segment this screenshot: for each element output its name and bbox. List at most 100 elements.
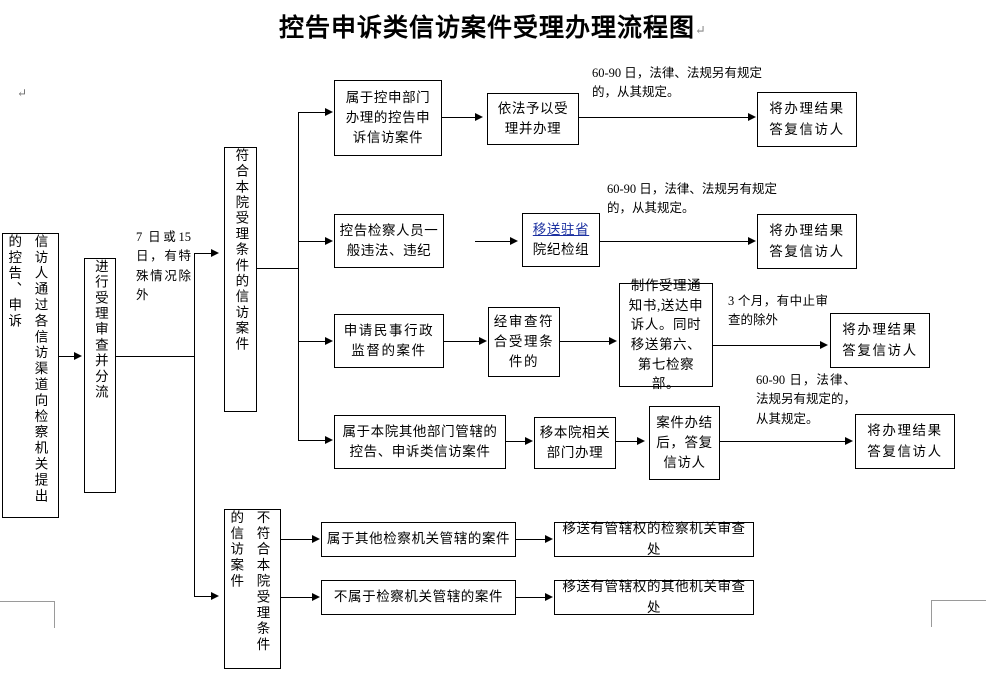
node-row1-category-label: 属于控申部门办理的控告申诉信访案件: [345, 89, 431, 146]
node-row2-action-label: 移送驻省 院纪检组: [527, 220, 595, 261]
node-row4-action-label: 移本院相关部门办理: [539, 424, 611, 460]
edge-branch-1-arrowhead: [325, 108, 333, 116]
edge-row4-mid-to-end: [720, 441, 848, 442]
edge-to-ineligible-arrowhead: [211, 592, 219, 600]
node-review-label: 进行受理审查并分流: [92, 259, 108, 401]
edge-branch-4-arrowhead: [325, 436, 333, 444]
node-row4-category-label: 属于本院其他部门管辖的控告、申诉类信访案件: [342, 423, 498, 459]
edge-branch-3: [298, 341, 328, 342]
edge-review-trunk: [116, 356, 195, 357]
node-row5-category-label: 属于其他检察机关管辖的案件: [326, 531, 511, 547]
node-review[interactable]: 进行受理审查并分流: [84, 258, 116, 493]
node-row3-notice[interactable]: 制作受理通知书,送达申诉人。同时移送第六、第七检察部。: [619, 278, 713, 391]
node-intake-label: 信访人通过各信访渠道向检察机关提出的控告、申诉: [6, 234, 48, 505]
edge-row4-mid-to-end-arrowhead: [845, 437, 853, 445]
page-title-text: 控告申诉类信访案件受理办理流程图: [279, 15, 696, 42]
edge-row1-cat-to-act-arrowhead: [475, 113, 483, 121]
edge-row1-act-to-end-arrowhead: [748, 113, 756, 121]
edge-row2-cat-to-act-arrowhead: [510, 237, 518, 245]
edge-row2-act-to-end: [600, 241, 752, 242]
node-row1-action-label: 依法予以受理并办理: [497, 100, 569, 136]
edge-row1-cat-to-act: [442, 117, 478, 118]
node-eligible-label: 符合本院受理条件的信访案件: [233, 148, 249, 353]
node-row4-result[interactable]: 将办理结果答复信访人: [855, 414, 955, 469]
edge-row6-cat-to-act: [516, 597, 548, 598]
node-row2-result[interactable]: 将办理结果答复信访人: [757, 214, 857, 269]
edge-label-intake-deadline: 7 日或15 日，有特殊情况除外: [136, 230, 191, 303]
node-row6-action[interactable]: 移送有管辖权的其他机关审查处: [554, 579, 754, 615]
edge-eligible-trunk: [257, 268, 299, 269]
node-row1-action[interactable]: 依法予以受理并办理: [487, 93, 579, 145]
edge-branch-2: [298, 241, 328, 242]
node-row2-category[interactable]: 控告检察人员一般违法、违纪: [334, 214, 444, 268]
edge-branch-4: [298, 440, 328, 441]
node-row3-category[interactable]: 申请民事行政监督的案件: [334, 314, 444, 368]
node-row3-result-label: 将办理结果答复信访人: [842, 322, 918, 358]
edge-row3-cat-to-act-arrowhead: [479, 337, 487, 345]
edge-label-row2-duration: 60-90 日，法律、法规另有规定的，从其规定。: [607, 182, 777, 216]
edge-row3-notice-to-end: [713, 345, 823, 346]
paragraph-mark-icon: ↵: [17, 86, 28, 100]
edge-intake-to-review: [59, 356, 75, 357]
node-row4-middle[interactable]: 案件办结后，答复信访人: [649, 406, 720, 480]
node-row2-result-label: 将办理结果答复信访人: [769, 223, 845, 259]
edge-eligible-split-vertical: [298, 112, 299, 440]
node-ineligible[interactable]: 不符合本院受理条件的信访案件: [224, 509, 281, 669]
edge-row3-cat-to-act: [444, 341, 482, 342]
edge-branch-2-arrowhead: [325, 237, 333, 245]
node-row2-action[interactable]: 移送驻省 院纪检组: [522, 213, 600, 267]
node-row4-action[interactable]: 移本院相关部门办理: [534, 417, 616, 469]
edge-row3-notice-to-end-arrowhead: [820, 341, 828, 349]
title-pilcrow-icon: ↵: [695, 22, 707, 38]
node-row6-action-label: 移送有管辖权的其他机关审查处: [562, 579, 746, 615]
node-row1-result-label: 将办理结果答复信访人: [769, 101, 845, 137]
edge-intake-to-review-arrowhead: [74, 352, 82, 360]
edge-label-row4-duration: 60-90 日，法律、法规另有规定的，从其规定。: [756, 373, 857, 426]
edge-ineligible-to-row5: [281, 539, 315, 540]
edge-to-eligible-arrowhead: [211, 249, 219, 257]
node-row2-action-line2: 院纪检组: [532, 242, 590, 257]
edge-row6-cat-to-act-arrowhead: [545, 593, 553, 601]
node-row5-category[interactable]: 属于其他检察机关管辖的案件: [321, 522, 516, 557]
crop-mark-bottom-right: [928, 600, 986, 628]
edge-ineligible-to-row6-arrowhead: [312, 593, 320, 601]
edge-to-eligible: [194, 253, 214, 254]
node-intake[interactable]: 信访人通过各信访渠道向检察机关提出的控告、申诉: [2, 233, 59, 518]
node-eligible[interactable]: 符合本院受理条件的信访案件: [224, 147, 257, 412]
edge-row4-cat-to-act: [506, 441, 528, 442]
node-row4-result-label: 将办理结果答复信访人: [867, 423, 943, 459]
edge-branch-3-arrowhead: [325, 337, 333, 345]
node-row6-category-label: 不属于检察机关管辖的案件: [333, 589, 504, 605]
node-row2-action-line1[interactable]: 移送驻省: [532, 221, 590, 237]
node-row1-result[interactable]: 将办理结果答复信访人: [757, 92, 857, 147]
node-row5-action[interactable]: 移送有管辖权的检察机关审查处: [554, 521, 754, 557]
node-row3-action-label: 经审查符合受理条件的: [493, 313, 555, 370]
node-row6-category[interactable]: 不属于检察机关管辖的案件: [321, 580, 516, 615]
node-row3-result[interactable]: 将办理结果答复信访人: [830, 313, 930, 368]
edge-row5-cat-to-act-arrowhead: [545, 535, 553, 543]
node-row4-category[interactable]: 属于本院其他部门管辖的控告、申诉类信访案件: [334, 415, 506, 469]
edge-row3-act-to-notice: [560, 341, 612, 342]
edge-ineligible-to-row5-arrowhead: [312, 535, 320, 543]
edge-row1-act-to-end: [579, 117, 751, 118]
edge-review-split-vertical: [194, 253, 195, 597]
edge-branch-1: [298, 112, 328, 113]
node-row1-category[interactable]: 属于控申部门办理的控告申诉信访案件: [334, 80, 442, 156]
node-row2-category-label: 控告检察人员一般违法、违纪: [339, 222, 439, 258]
edge-row2-act-to-end-arrowhead: [748, 237, 756, 245]
node-row3-notice-label: 制作受理通知书,送达申诉人。同时移送第六、第七检察部。: [628, 278, 704, 392]
edge-label-row3-duration: 3 个月，有中止审查的除外: [728, 294, 828, 328]
edge-row3-act-to-notice-arrowhead: [609, 337, 617, 345]
node-row4-middle-label: 案件办结后，答复信访人: [656, 414, 713, 471]
edge-row4-cat-to-act-arrowhead: [525, 437, 533, 445]
edge-row5-cat-to-act: [516, 539, 548, 540]
edge-to-ineligible: [194, 596, 214, 597]
edge-row4-act-to-mid: [616, 441, 640, 442]
node-row3-action[interactable]: 经审查符合受理条件的: [488, 307, 560, 377]
edge-label-row1-duration: 60-90 日，法律、法规另有规定的，从其规定。: [592, 66, 762, 100]
node-row5-action-label: 移送有管辖权的检察机关审查处: [562, 521, 746, 557]
edge-row4-act-to-mid-arrowhead: [637, 437, 645, 445]
node-row3-category-label: 申请民事行政监督的案件: [343, 322, 435, 358]
crop-mark-bottom-left: [0, 601, 60, 629]
